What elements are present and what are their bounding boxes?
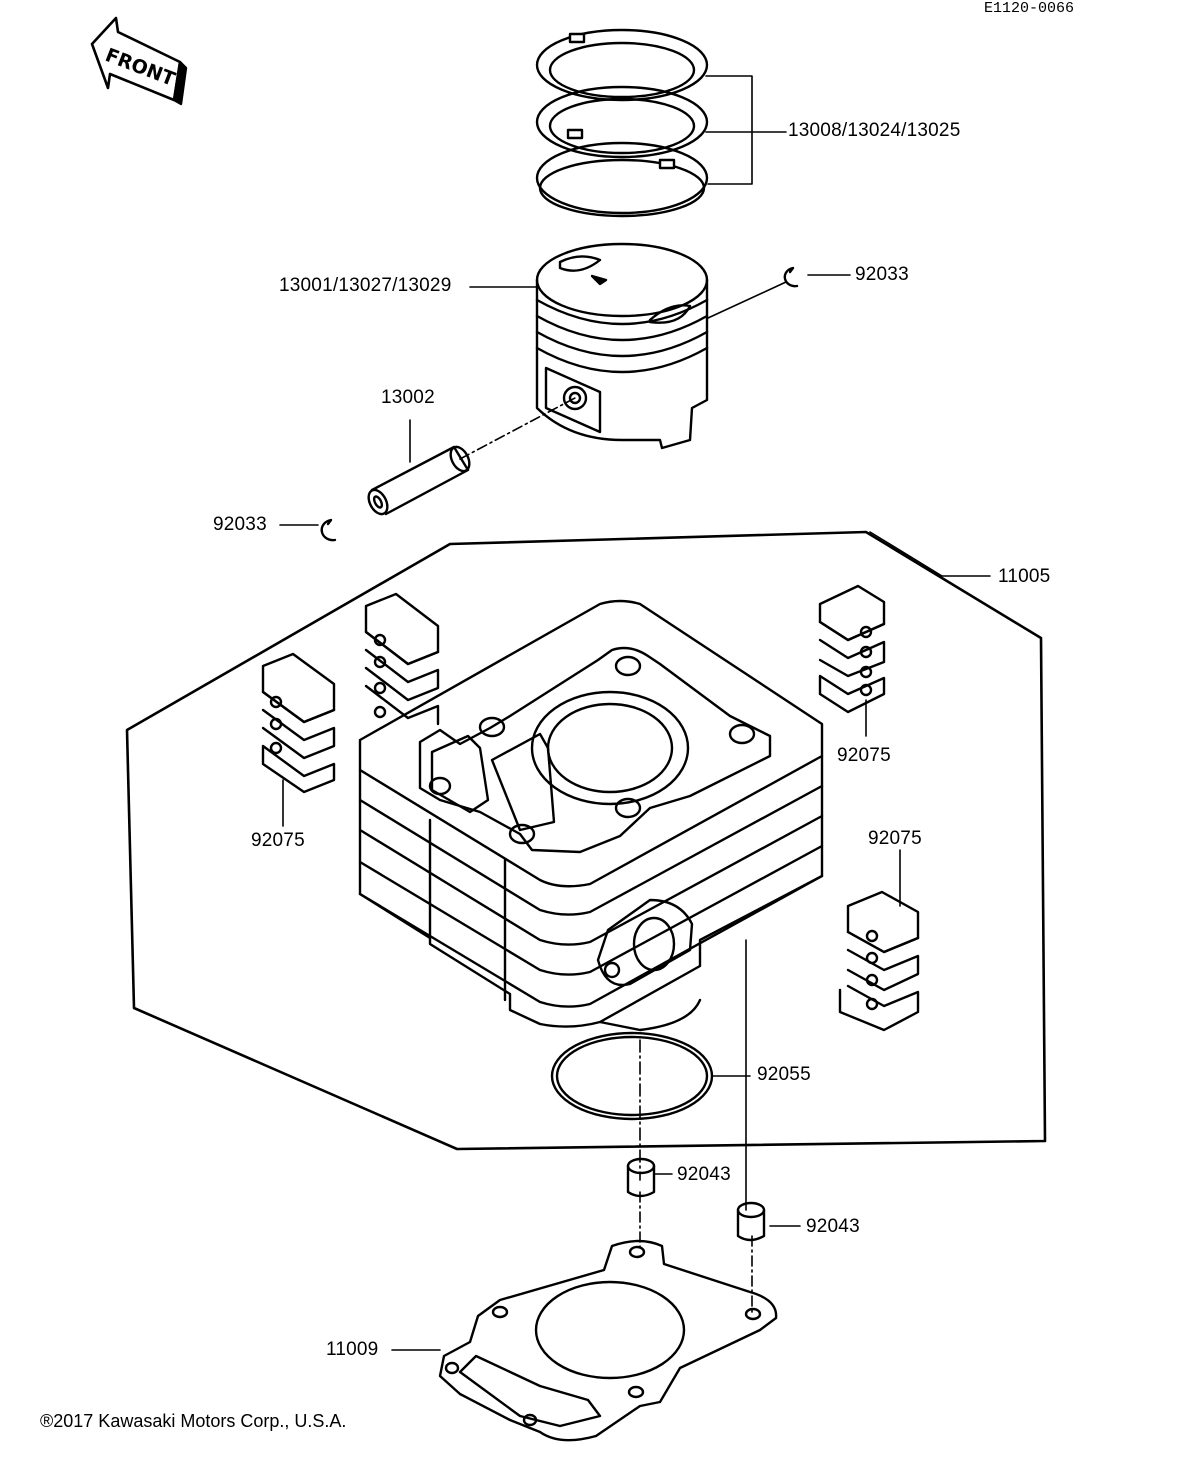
part-label-gasket: 11009 — [326, 1339, 379, 1360]
dowel-pin-left — [626, 1157, 656, 1198]
circlip-right — [783, 266, 799, 288]
circlip-left — [320, 518, 337, 542]
damper-top-left — [364, 592, 440, 726]
part-label-piston: 13001/13027/13029 — [279, 275, 452, 296]
part-label-dowel-left: 92043 — [677, 1164, 731, 1185]
part-label-damper-right: 92075 — [868, 828, 922, 849]
part-label-cylinder: 11005 — [998, 566, 1051, 587]
damper-left — [261, 652, 336, 794]
o-ring — [550, 1031, 714, 1121]
part-label-dowel-right: 92043 — [806, 1216, 860, 1237]
part-label-damper-left: 92075 — [251, 830, 305, 851]
piston-ring-set — [535, 28, 709, 218]
leader-lines — [279, 75, 991, 1351]
cylinder-assembly-outline — [125, 530, 1047, 1151]
part-label-circlip-left: 92033 — [213, 514, 267, 535]
part-label-o-ring: 92055 — [757, 1064, 811, 1085]
piston — [535, 242, 709, 450]
part-label-circlip-right: 92033 — [855, 264, 909, 285]
part-label-damper-top-right: 92075 — [837, 745, 891, 766]
part-label-piston-pin: 13002 — [381, 387, 435, 408]
base-gasket — [438, 1239, 778, 1442]
damper-right — [838, 890, 920, 1032]
part-label-rings: 13008/13024/13025 — [788, 120, 961, 141]
dowel-pin-right — [736, 1201, 766, 1242]
front-arrow-icon: FRONT — [90, 16, 188, 106]
drawing-code: E1120-0066 — [984, 0, 1075, 17]
cylinder-block — [358, 599, 824, 1032]
piston-pin — [367, 445, 471, 516]
copyright-notice: ®2017 Kawasaki Motors Corp., U.S.A. — [40, 1411, 347, 1431]
damper-top-right — [818, 584, 886, 714]
